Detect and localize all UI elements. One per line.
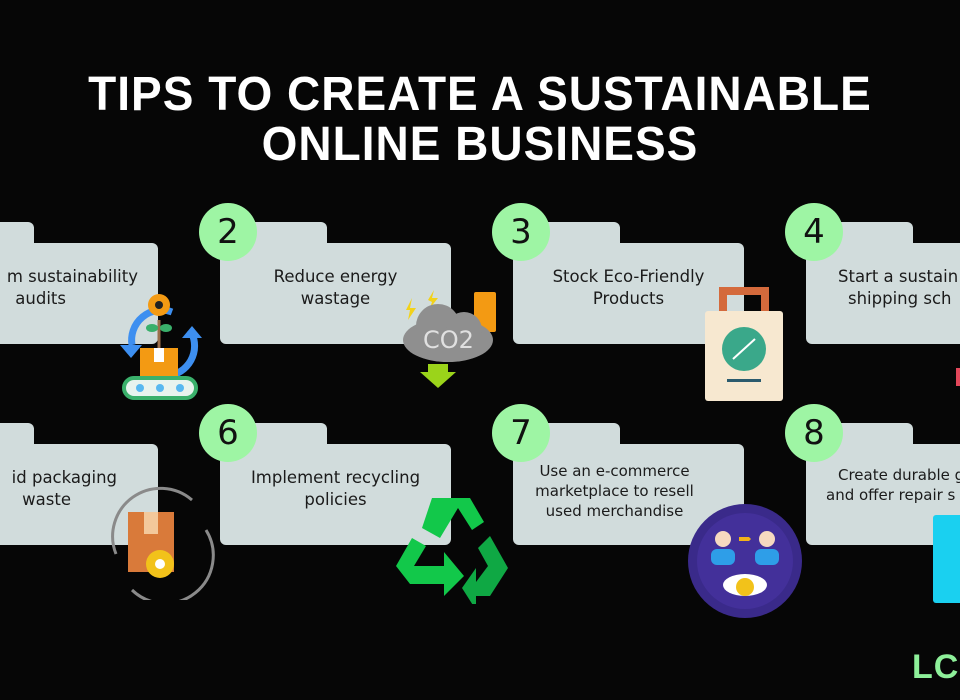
tip-text-line: used merchandise xyxy=(545,502,684,520)
tip-text-line: audits xyxy=(15,289,66,308)
shipping-icon xyxy=(956,368,960,386)
number-badge-7: 7 xyxy=(492,404,550,462)
number-badge-6: 6 xyxy=(199,404,257,462)
number-badge-3: 3 xyxy=(492,203,550,261)
tip-text-line: Stock Eco-Friendly xyxy=(552,267,705,286)
box-gear-cycle-icon xyxy=(111,486,215,600)
tip-text-line: policies xyxy=(304,490,367,509)
tip-text-line: shipping sch xyxy=(848,289,952,308)
recycle-icon xyxy=(396,498,508,604)
tip-text-line: waste xyxy=(22,490,71,509)
number-badge-4: 4 xyxy=(785,203,843,261)
conveyor-recycle-icon xyxy=(120,294,202,400)
tip-text-line: id packaging xyxy=(11,468,117,487)
co2-label: CO2 xyxy=(423,326,474,354)
durable-goods-icon xyxy=(933,515,960,603)
tip-text-line: Products xyxy=(592,289,665,308)
tip-text-line: Reduce energy xyxy=(273,267,398,286)
brand-logo: LC xyxy=(912,648,960,686)
tip-text-line: Implement recycling xyxy=(250,468,421,487)
page-title-line-1: TIPS TO CREATE A SUSTAINABLE xyxy=(88,65,872,121)
tip-text-line: Start a sustain xyxy=(838,267,959,286)
tip-text-line: marketplace to resell xyxy=(535,482,694,500)
tip-text-line: Use an e-commerce xyxy=(539,462,690,480)
co2-cloud-icon: CO2 xyxy=(403,290,496,388)
number-badge-8: 8 xyxy=(785,404,843,462)
tip-text-line: and offer repair s xyxy=(826,486,956,504)
page-title-line-2: ONLINE BUSINESS xyxy=(261,115,699,171)
resell-exchange-icon xyxy=(688,504,802,618)
tip-text-line: wastage xyxy=(300,289,371,308)
eco-bag-icon xyxy=(705,287,783,401)
number-badge-2: 2 xyxy=(199,203,257,261)
tip-text-line: m sustainability xyxy=(6,267,138,286)
tip-text-line: Create durable g xyxy=(838,466,960,484)
